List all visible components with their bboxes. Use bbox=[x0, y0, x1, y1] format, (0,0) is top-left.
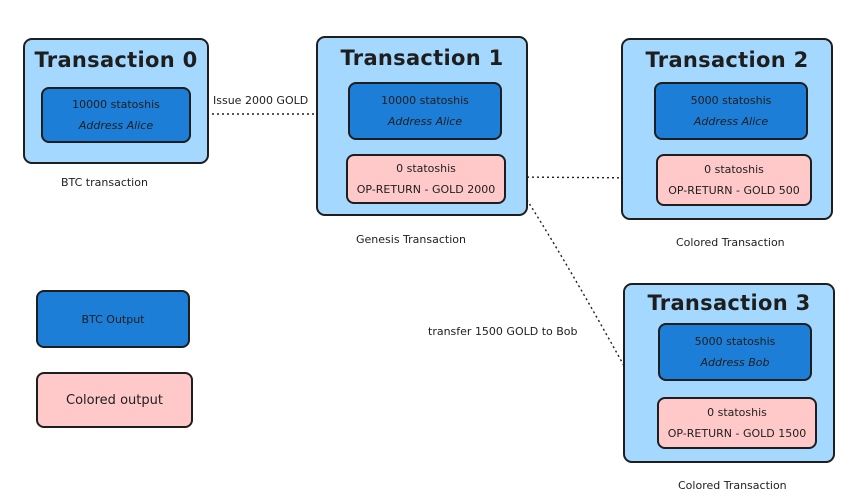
transaction-3: Transaction 3 5000 statoshis Address Bob… bbox=[623, 283, 835, 463]
legend-colored-label: Colored output bbox=[66, 392, 163, 408]
btc-output-amount: 10000 statoshis bbox=[381, 94, 469, 107]
issue-arrow-label: Issue 2000 GOLD bbox=[213, 94, 309, 107]
colored-output-amount: 0 statoshis bbox=[396, 162, 456, 175]
colored-output-amount: 0 statoshis bbox=[707, 406, 767, 419]
transaction-1: Transaction 1 10000 statoshis Address Al… bbox=[316, 36, 528, 216]
legend-btc-output: BTC Output bbox=[36, 290, 190, 348]
transfer-arrow-label: transfer 1500 GOLD to Bob bbox=[428, 325, 578, 338]
transaction-2-caption: Colored Transaction bbox=[676, 236, 785, 249]
transaction-1-title: Transaction 1 bbox=[340, 46, 504, 70]
arrow-tx1-to-tx3 bbox=[515, 182, 651, 415]
transaction-1-btc-output: 10000 statoshis Address Alice bbox=[348, 82, 502, 140]
transaction-2: Transaction 2 5000 statoshis Address Ali… bbox=[621, 38, 833, 220]
btc-output-amount: 5000 statoshis bbox=[694, 335, 776, 348]
colored-output-op-return: OP-RETURN - GOLD 500 bbox=[668, 184, 800, 197]
transaction-0-btc-output: 10000 statoshis Address Alice bbox=[41, 87, 191, 143]
transaction-3-title: Transaction 3 bbox=[647, 291, 811, 315]
transaction-0: Transaction 0 10000 statoshis Address Al… bbox=[23, 38, 209, 164]
transaction-1-caption: Genesis Transaction bbox=[356, 233, 466, 246]
transaction-0-caption: BTC transaction bbox=[61, 176, 148, 189]
legend-btc-label: BTC Output bbox=[81, 312, 145, 326]
transaction-2-title: Transaction 2 bbox=[645, 48, 809, 72]
btc-output-address: Address Alice bbox=[693, 115, 769, 128]
transaction-3-caption: Colored Transaction bbox=[678, 479, 787, 492]
colored-output-amount: 0 statoshis bbox=[704, 163, 764, 176]
transaction-3-btc-output: 5000 statoshis Address Bob bbox=[658, 323, 812, 381]
btc-output-address: Address Alice bbox=[78, 119, 154, 132]
transaction-0-title: Transaction 0 bbox=[34, 48, 198, 72]
colored-output-op-return: OP-RETURN - GOLD 2000 bbox=[356, 183, 496, 196]
btc-output-amount: 10000 statoshis bbox=[72, 98, 160, 111]
colored-output-op-return: OP-RETURN - GOLD 1500 bbox=[667, 427, 807, 440]
transaction-1-colored-output: 0 statoshis OP-RETURN - GOLD 2000 bbox=[346, 154, 506, 204]
transaction-2-colored-output: 0 statoshis OP-RETURN - GOLD 500 bbox=[656, 154, 812, 206]
transaction-2-btc-output: 5000 statoshis Address Alice bbox=[654, 82, 808, 140]
btc-output-address: Address Alice bbox=[387, 115, 463, 128]
btc-output-address: Address Bob bbox=[700, 356, 770, 369]
legend-colored-output: Colored output bbox=[36, 372, 193, 428]
transaction-3-colored-output: 0 statoshis OP-RETURN - GOLD 1500 bbox=[657, 397, 817, 449]
btc-output-amount: 5000 statoshis bbox=[690, 94, 772, 107]
